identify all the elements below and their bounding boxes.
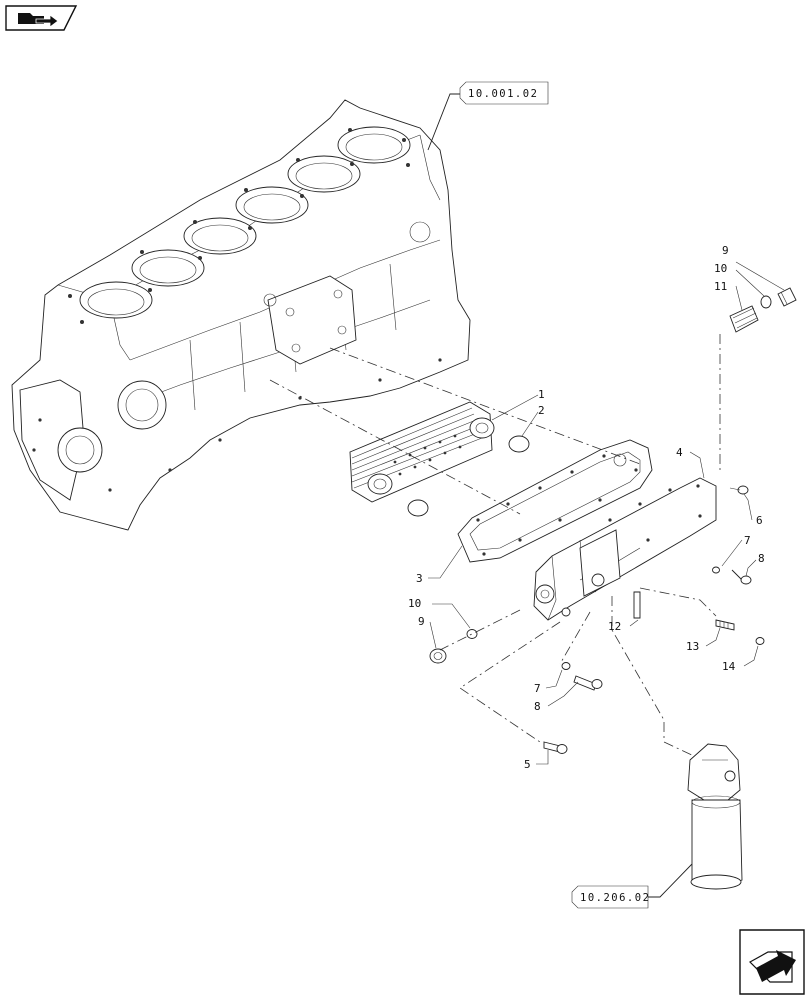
sealing-washer-left	[466, 629, 478, 639]
callout-label: 9	[418, 615, 425, 628]
oil-cooler-core	[349, 401, 495, 503]
bolt-8-right	[731, 569, 752, 585]
plug-upper	[777, 287, 797, 307]
callout-label: 13	[686, 640, 699, 653]
callout-label: 8	[758, 552, 765, 565]
folder-back-icon[interactable]	[5, 5, 78, 31]
o-ring-upper	[508, 435, 530, 453]
callout-label: 7	[534, 682, 541, 695]
sealing-washer-upper	[760, 295, 772, 309]
reference-text: 10.001.02	[468, 88, 538, 100]
callout-label: 4	[676, 446, 683, 459]
washer-7-right	[712, 566, 720, 574]
cooler-dimple-pattern	[393, 434, 462, 476]
engine-block	[11, 99, 471, 531]
callout-label: 7	[744, 534, 751, 547]
dowel-pin	[633, 591, 641, 619]
o-ring-lower	[407, 499, 429, 517]
plug-left	[429, 648, 447, 664]
cylinder-bores	[79, 126, 411, 319]
callout-label: 11	[714, 280, 727, 293]
assembly-centerlines	[269, 334, 721, 757]
callout-label: 2	[538, 404, 545, 417]
callout-label: 3	[416, 572, 423, 585]
callout-label: 10	[714, 262, 727, 275]
callout-label: 1	[538, 388, 545, 401]
bolt-6	[729, 485, 749, 495]
deck-bolt-holes	[68, 128, 410, 324]
callout-leaders	[428, 261, 785, 765]
cooler-gasket	[457, 439, 653, 563]
reference-tag-engine-block[interactable]: 10.001.02	[427, 81, 549, 151]
reference-text: 10.206.02	[580, 892, 650, 904]
callout-label: 9	[722, 244, 729, 257]
bolt-8-lower	[573, 675, 603, 691]
washer-7-lower	[561, 662, 571, 670]
oil-cooler-cover	[533, 477, 717, 621]
callout-label: 14	[722, 660, 736, 673]
stud-13	[715, 619, 735, 631]
callout-label: 5	[524, 758, 531, 771]
callout-label: 6	[756, 514, 763, 527]
callout-label: 8	[534, 700, 541, 713]
next-page-arrow-icon[interactable]	[739, 929, 805, 995]
callout-label: 10	[408, 597, 421, 610]
callout-label: 12	[608, 620, 621, 633]
plug-14	[755, 637, 765, 645]
reference-tag-oil-filter[interactable]: 10.206.02	[571, 863, 693, 909]
oil-pressure-sensor	[729, 305, 759, 333]
oil-filter-assembly	[687, 743, 743, 890]
bolt-5	[543, 741, 568, 754]
callout-numbers: 1 2 3 4 5 6 7 8 9 10 11 9 10 12 13 14 7 …	[408, 244, 765, 771]
